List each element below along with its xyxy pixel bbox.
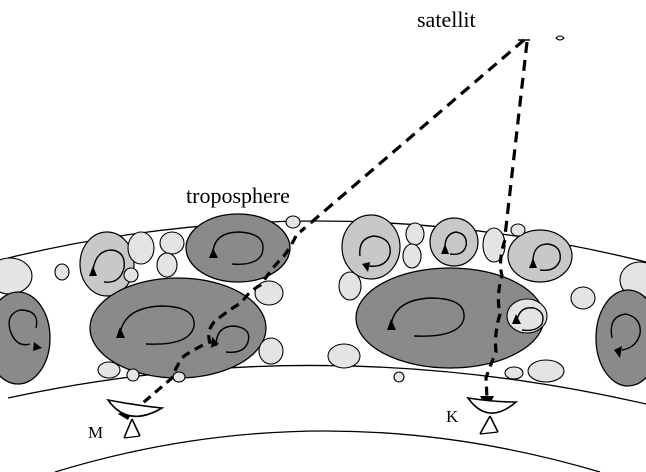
blob-m3 [394,372,404,382]
blob-r2 [403,244,421,268]
blob-l2 [160,232,184,254]
cell-dark-left-top [186,214,290,282]
blob-l8 [98,362,120,378]
blob-l9 [127,369,139,381]
troposphere-label: troposphere [186,183,290,208]
dish-antenna-icon-m [108,400,162,438]
blob-r6 [507,299,547,333]
blob-l7 [259,338,283,364]
blob-l3 [157,253,177,277]
satellite-icon [518,36,564,40]
cell-light-right-2 [430,218,478,266]
blob-r7 [528,360,564,382]
satellite-label: satellit [417,7,476,32]
blob-l5 [286,216,300,228]
blob-r8 [505,367,523,379]
signal-path-to-m [300,40,524,232]
blob-r1 [406,223,424,245]
edge-cell-left-small [0,258,32,294]
edge-cell-left-dark [0,292,50,384]
cell-light-left-1 [80,232,134,296]
dish-antenna-icon-k [468,398,516,434]
blob-l10 [173,372,185,382]
station-m-label: M [88,423,103,442]
cell-light-right-1 [342,215,400,279]
blob-l4 [124,268,138,282]
cell-light-right-3 [508,230,572,282]
blob-r5 [571,287,595,309]
blob-r4 [511,224,525,236]
blob-l1 [128,232,154,264]
blob-l11 [55,264,69,280]
signal-path-to-k [505,42,527,236]
earth-surface [55,431,600,472]
blob-m2 [328,344,360,368]
station-k-label: K [446,407,459,426]
